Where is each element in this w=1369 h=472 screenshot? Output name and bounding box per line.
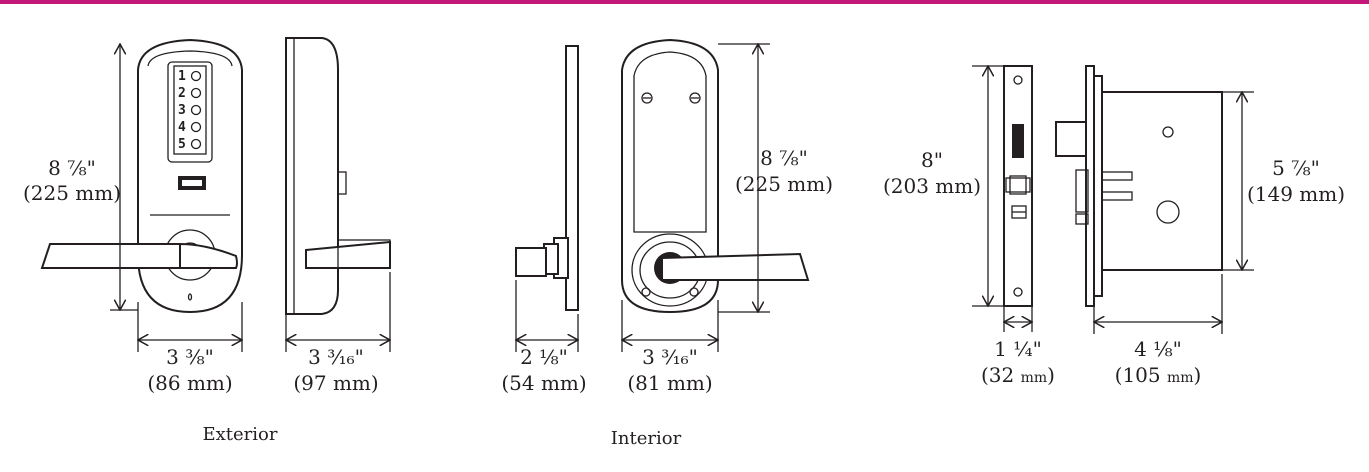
exterior-width-metric: (86 mm) <box>147 371 232 395</box>
exterior-depth-imperial: 3 ³⁄₁₆" <box>308 345 364 369</box>
mortise-case-view <box>1055 65 1223 307</box>
mortise-faceplate-width-imperial: 1 ¼" <box>994 337 1042 361</box>
keypad-button-4 <box>190 121 202 133</box>
exterior-width-imperial: 3 ⅜" <box>166 345 214 369</box>
exterior-width-dimension: 3 ⅜" (86 mm) <box>138 302 242 395</box>
interior-projection-dimension: 2 ⅛" (54 mm) <box>501 280 587 395</box>
interior-height-dimension: 8 ⅞" (225 mm) <box>718 44 833 312</box>
interior-projection-metric: (54 mm) <box>501 371 586 395</box>
keypad-key-2: 2 <box>178 86 186 101</box>
exterior-height-imperial: 8 ⅞" <box>48 156 96 180</box>
exterior-height-dimension: 8 ⅞" (225 mm) <box>23 44 138 310</box>
keypad-button-3 <box>190 104 202 116</box>
keypad-key-4: 4 <box>178 120 186 135</box>
mortise-faceplate-height-dimension: 8" (203 mm) <box>883 66 1004 306</box>
interior-caption: Interior <box>611 428 682 449</box>
mortise-case-depth-imperial: 4 ⅛" <box>1134 337 1182 361</box>
exterior-caption: Exterior <box>203 424 278 445</box>
interior-side-view <box>515 45 579 311</box>
interior-projection-imperial: 2 ⅛" <box>520 345 568 369</box>
top-accent-rule <box>0 0 1369 4</box>
mortise-faceplate-width-dimension: 1 ¼" (32 mm) <box>981 306 1055 387</box>
keypad-button-1 <box>190 70 202 82</box>
mortise-faceplate-width-metric: (32 mm) <box>981 363 1055 387</box>
keypad-button-2 <box>190 87 202 99</box>
lever-handle <box>40 243 181 269</box>
interior-width-dimension: 3 ³⁄₁₆" (81 mm) <box>622 300 718 395</box>
mortise-faceplate-view <box>1003 65 1033 307</box>
exterior-depth-dimension: 3 ³⁄₁₆" (97 mm) <box>286 272 390 395</box>
mortise-case-height-imperial: 5 ⅞" <box>1272 156 1320 180</box>
mortise-faceplate-height-imperial: 8" <box>921 148 943 172</box>
exterior-depth-metric: (97 mm) <box>293 371 378 395</box>
keypad-key-5: 5 <box>178 137 186 152</box>
interior-front-view <box>621 38 810 314</box>
interior-width-imperial: 3 ³⁄₁₆" <box>642 345 698 369</box>
interior-height-metric: (225 mm) <box>735 172 833 196</box>
mortise-case-depth-metric: (105 mm) <box>1115 363 1202 387</box>
exterior-height-metric: (225 mm) <box>23 181 121 205</box>
interior-height-imperial: 8 ⅞" <box>760 146 808 170</box>
exterior-side-view <box>285 37 391 315</box>
keypad-key-1: 1 <box>178 69 186 84</box>
mortise-case-depth-dimension: 4 ⅛" (105 mm) <box>1094 274 1222 387</box>
mortise-faceplate-height-metric: (203 mm) <box>883 174 981 198</box>
mortise-case-height-metric: (149 mm) <box>1247 182 1345 206</box>
keypad-keys: 1 2 3 4 5 <box>178 69 202 152</box>
interior-lever-handle <box>661 252 810 281</box>
exterior-front-view: 1 2 3 4 5 <box>40 38 243 314</box>
mortise-case-height-dimension: 5 ⅞" (149 mm) <box>1222 92 1345 270</box>
interior-width-metric: (81 mm) <box>627 371 712 395</box>
keypad-key-3: 3 <box>178 103 186 118</box>
keypad-button-5 <box>190 138 202 150</box>
